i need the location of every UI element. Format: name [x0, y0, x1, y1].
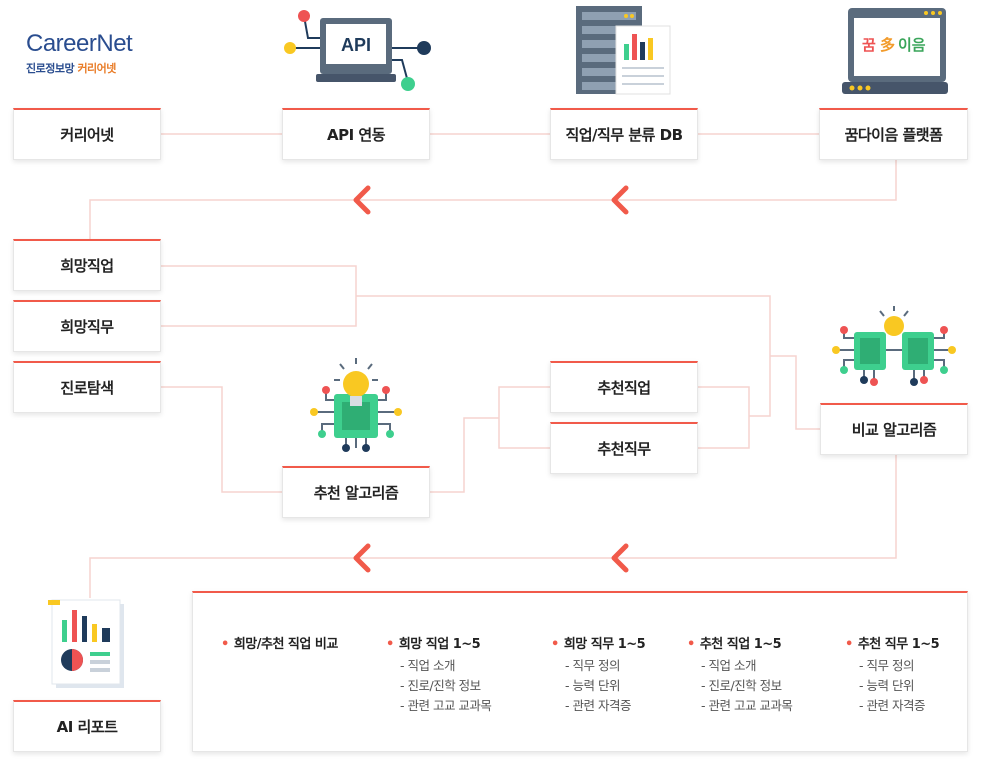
report-column: 희망/추천 직업 비교 — [221, 633, 338, 652]
report-details-panel: 희망/추천 직업 비교 희망 직업 1~5 - 직업 소개 - 진로/진학 정보… — [192, 591, 968, 752]
job-classification-db-box: 직업/직무 분류 DB — [550, 108, 698, 160]
careernet-box: 커리어넷 — [13, 108, 161, 160]
report-item: - 직업 소개 — [701, 658, 756, 673]
hope-job-box: 희망직업 — [13, 239, 161, 291]
compare-algorithm-box: 비교 알고리즘 — [820, 403, 968, 455]
recommended-duty-box: 추천직무 — [550, 422, 698, 474]
svg-text:이음: 이음 — [898, 36, 926, 54]
recommend-algorithm-chip-icon — [310, 358, 402, 452]
report-item: - 직무 정의 — [859, 658, 914, 673]
chevron-left-icon — [353, 185, 371, 215]
report-column-heading: 추천 직무 1~5 — [845, 633, 940, 652]
report-column-heading: 추천 직업 1~5 — [687, 633, 792, 652]
report-item: - 관련 자격증 — [565, 698, 631, 713]
careernet-logo: CareerNet 진로정보망 커리어넷 — [26, 30, 133, 75]
chevron-left-icon — [611, 543, 629, 573]
report-column: 희망 직업 1~5 - 직업 소개 - 진로/진학 정보 - 관련 고교 교과목 — [386, 633, 492, 716]
recommend-algorithm-box: 추천 알고리즘 — [282, 466, 430, 518]
chevron-left-icon — [611, 185, 629, 215]
chevron-left-icon — [353, 543, 371, 573]
report-item: - 관련 자격증 — [859, 698, 925, 713]
report-item: - 진로/진학 정보 — [701, 678, 782, 693]
svg-text:API: API — [341, 35, 371, 55]
ai-report-document-icon — [48, 599, 124, 688]
svg-text:多: 多 — [880, 36, 895, 54]
api-link-box: API 연동 — [282, 108, 430, 160]
report-column: 희망 직무 1~5 - 직무 정의 - 능력 단위 - 관련 자격증 — [551, 633, 646, 716]
hope-duty-box: 희망직무 — [13, 300, 161, 352]
report-column-heading: 희망 직무 1~5 — [551, 633, 646, 652]
ai-report-box: AI 리포트 — [13, 700, 161, 752]
report-item: - 진로/진학 정보 — [400, 678, 481, 693]
report-item: - 능력 단위 — [859, 678, 914, 693]
report-column: 추천 직업 1~5 - 직업 소개 - 진로/진학 정보 - 관련 고교 교과목 — [687, 633, 793, 716]
report-item: - 관련 고교 교과목 — [701, 698, 793, 713]
career-explore-box: 진로탐색 — [13, 361, 161, 413]
platform-box: 꿈다이음 플랫폼 — [819, 108, 968, 160]
api-laptop-icon: API — [284, 10, 431, 91]
report-item: - 능력 단위 — [565, 678, 620, 693]
report-item: - 직업 소개 — [400, 658, 455, 673]
report-item: - 관련 고교 교과목 — [400, 698, 492, 713]
database-server-icon — [576, 6, 671, 95]
report-column-heading: 희망 직업 1~5 — [386, 633, 491, 652]
svg-text:꿈: 꿈 — [862, 36, 876, 54]
platform-monitor-icon: 꿈 多 이음 — [842, 8, 948, 94]
report-item: - 직무 정의 — [565, 658, 620, 673]
compare-algorithm-chips-icon — [832, 306, 956, 386]
report-column: 추천 직무 1~5 - 직무 정의 - 능력 단위 - 관련 자격증 — [845, 633, 940, 716]
recommended-job-box: 추천직업 — [550, 361, 698, 413]
report-column-heading: 희망/추천 직업 비교 — [221, 633, 338, 652]
